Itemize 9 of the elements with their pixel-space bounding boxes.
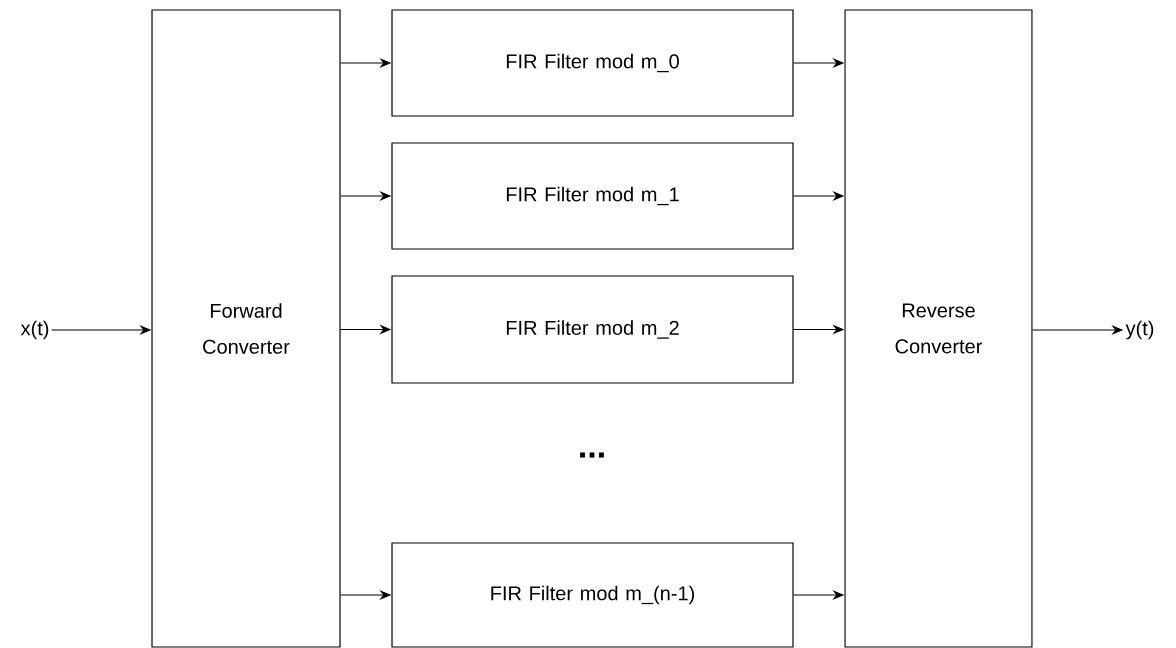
signal-label: x(t)	[20, 320, 49, 340]
process-box: FIR Filter mod m_2	[391, 275, 794, 384]
process-box: FIR Filter mod m_0	[391, 9, 794, 117]
signal-label: y(t)	[1125, 320, 1154, 340]
process-box: FIR Filter mod m_(n-1)	[391, 542, 794, 648]
process-box: Reverse Converter	[844, 9, 1033, 648]
process-box: FIR Filter mod m_1	[391, 142, 794, 250]
ellipsis: ...	[580, 452, 604, 458]
process-box: Forward Converter	[151, 9, 341, 648]
